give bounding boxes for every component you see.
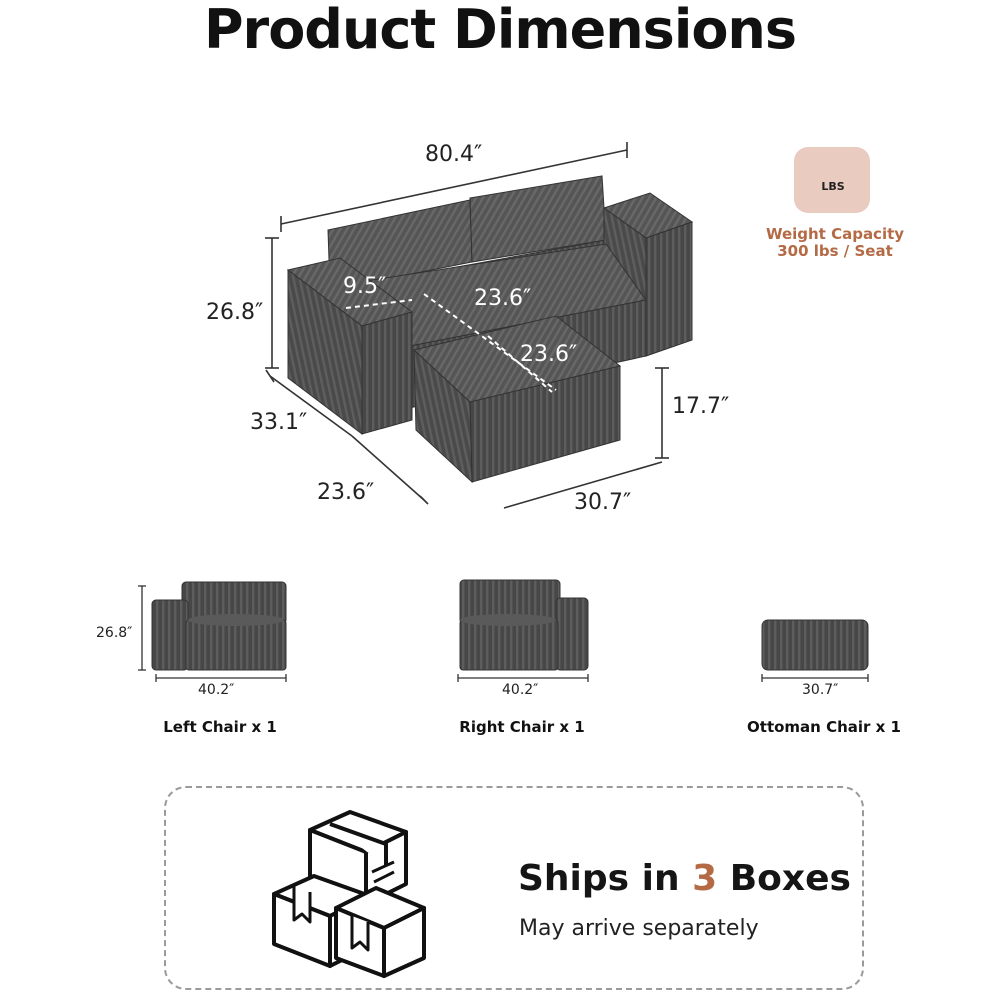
left-chair-label: Left Chair x 1 xyxy=(163,718,277,736)
sofa-left-arm xyxy=(286,257,414,436)
dim-arm-width: 9.5″ xyxy=(343,274,387,299)
dim-width: 80.4″ xyxy=(425,142,483,167)
ottoman xyxy=(412,315,622,484)
shipping-prefix: Ships in xyxy=(518,858,693,899)
dim-ottoman-depth: 23.6″ xyxy=(520,342,578,367)
shipping-suffix: Boxes xyxy=(717,858,851,899)
dim-ottoman-height: 17.7″ xyxy=(672,394,730,419)
shipping-panel xyxy=(164,786,864,990)
seat-measure-lines xyxy=(345,293,557,393)
ottoman-chair-label: Ottoman Chair x 1 xyxy=(747,718,901,736)
left-chair-illustration xyxy=(151,581,287,671)
right-chair-width: 40.2″ xyxy=(502,682,539,698)
left-chair-height: 26.8″ xyxy=(96,625,133,641)
right-chair-illustration xyxy=(459,579,589,671)
dim-seat-depth: 23.6″ xyxy=(474,286,532,311)
dim-chaise-depth: 23.6″ xyxy=(317,480,375,505)
boxes-icon xyxy=(272,810,426,978)
ottoman-illustration xyxy=(761,619,869,671)
shipping-count: 3 xyxy=(692,858,718,899)
weight-capacity: Weight Capacity 300 lbs / Seat xyxy=(750,226,920,260)
weight-icon-label: LBS xyxy=(821,180,845,193)
page-title: Product Dimensions xyxy=(203,0,797,61)
shipping-title: Ships in 3 Boxes xyxy=(518,858,851,899)
shipping-subtitle: May arrive separately xyxy=(519,916,759,941)
ottoman-chair-width: 30.7″ xyxy=(802,682,839,698)
piece-dimension-lines xyxy=(138,585,869,682)
weight-badge xyxy=(794,147,870,213)
dim-height: 26.8″ xyxy=(206,300,264,325)
right-chair-label: Right Chair x 1 xyxy=(459,718,585,736)
dim-depth: 33.1″ xyxy=(250,410,308,435)
dimension-lines xyxy=(265,142,669,509)
left-chair-width: 40.2″ xyxy=(198,682,235,698)
weight-capacity-line1: Weight Capacity xyxy=(765,225,905,243)
weight-capacity-line2: 300 lbs / Seat xyxy=(777,242,893,260)
dim-ottoman-width: 30.7″ xyxy=(574,490,632,515)
